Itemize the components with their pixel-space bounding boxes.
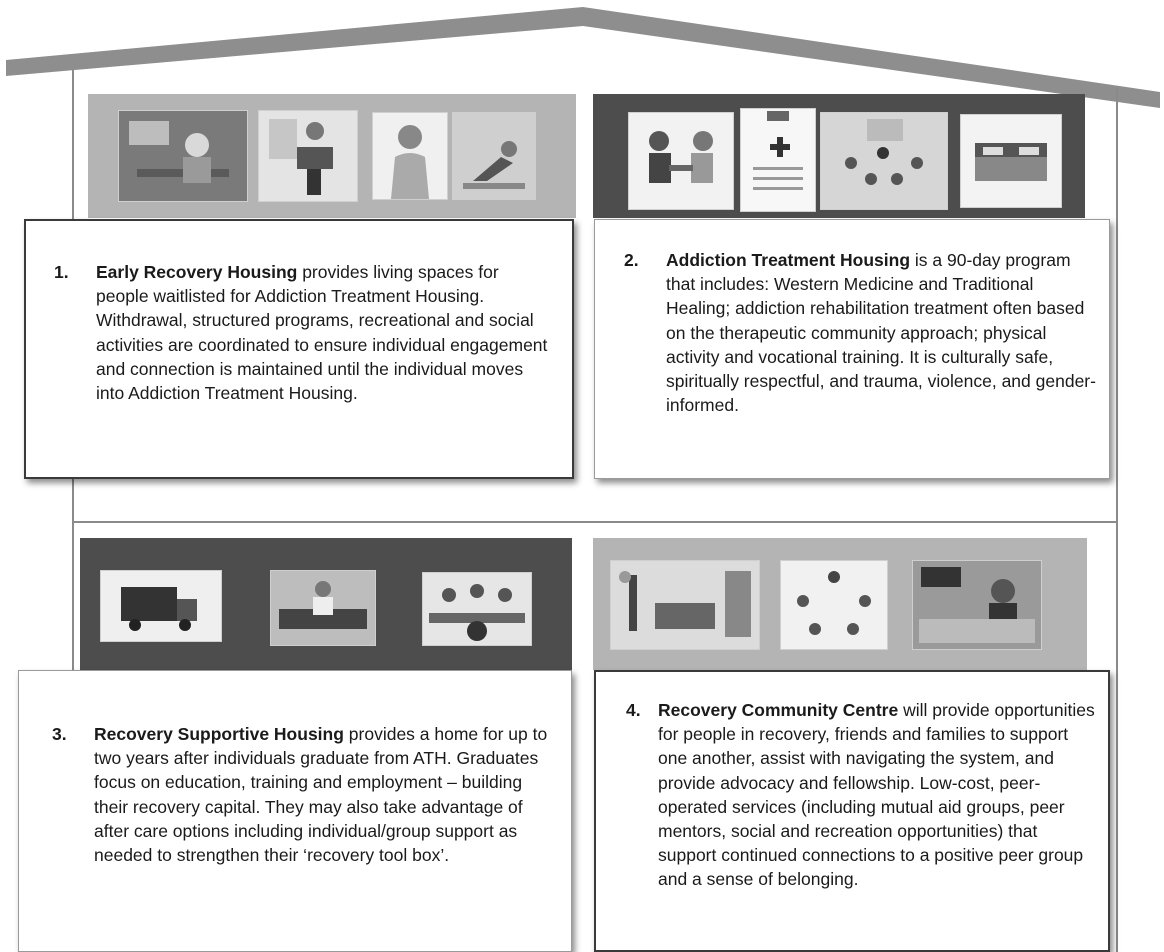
section-4-description: 4. Recovery Community Centre will provid… <box>626 698 1100 892</box>
section-3-card <box>18 670 572 952</box>
section-2-card <box>594 219 1110 479</box>
section-4-number: 4. <box>626 700 641 720</box>
section-2-description: 2. Addiction Treatment Housing is a 90-d… <box>624 248 1102 417</box>
job-interview-icon <box>422 572 532 646</box>
section-3-description: 3. Recovery Supportive Housing provides … <box>52 722 556 867</box>
section-4-card <box>594 670 1110 952</box>
section-1-description: 1. Early Recovery Housing provides livin… <box>54 260 554 405</box>
office-worker-icon <box>118 110 248 202</box>
moving-truck-icon <box>100 570 222 642</box>
section-3-title: Recovery Supportive Housing <box>94 724 344 744</box>
living-room-icon <box>610 560 760 650</box>
house-wall-left <box>72 70 74 952</box>
section-2-number: 2. <box>624 250 639 270</box>
doctor-consultation-icon <box>628 112 734 210</box>
support-circle-icon <box>780 560 888 650</box>
section-2-text: is a 90-day program that includes: Weste… <box>666 250 1096 416</box>
section-4-text: will provide opportunities for people in… <box>658 700 1095 890</box>
doctor-xray-icon <box>258 110 358 202</box>
medical-clipboard-icon <box>740 108 816 212</box>
section-3-text: provides a home for up to two years afte… <box>94 724 548 866</box>
section-1-card <box>24 219 574 479</box>
man-on-sofa-icon <box>270 570 376 646</box>
group-therapy-icon <box>820 112 948 210</box>
house-wall-right <box>1116 88 1118 952</box>
yoga-icon <box>452 112 536 200</box>
section-2-title: Addiction Treatment Housing <box>666 250 911 270</box>
cafe-barista-icon <box>912 560 1042 650</box>
section-1-title: Early Recovery Housing <box>96 262 298 282</box>
back-pain-icon <box>372 112 448 200</box>
section-3-number: 3. <box>52 724 67 744</box>
bed-icon <box>960 114 1062 208</box>
section-1-text: provides living spaces for people waitli… <box>96 262 548 404</box>
house-floor-divider <box>72 521 1118 523</box>
section-4-title: Recovery Community Centre <box>658 700 899 720</box>
section-1-number: 1. <box>54 262 69 282</box>
